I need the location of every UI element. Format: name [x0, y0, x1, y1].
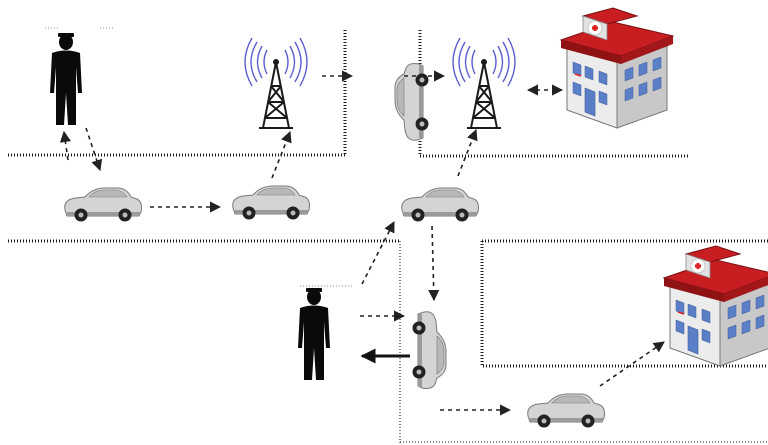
person-icon	[298, 288, 330, 380]
hospital-icon	[662, 244, 768, 368]
person-icon	[50, 33, 82, 125]
hospital-icon	[559, 6, 675, 130]
car-icon	[412, 311, 447, 389]
car-icon	[401, 187, 479, 222]
car-icon	[394, 63, 429, 141]
arrow-car-to-hospital	[599, 341, 665, 387]
cell-tower-icon	[244, 37, 308, 129]
communication-arrows	[59, 70, 665, 416]
cell-tower-icon	[452, 37, 516, 129]
car-icon	[232, 185, 310, 220]
arrow-person-to-car	[85, 127, 103, 172]
car-icon	[64, 187, 142, 222]
arrow-car-down	[428, 225, 440, 302]
arrow-car-to-tower	[271, 130, 292, 179]
road-edge-lower-right	[480, 241, 768, 368]
arrow-car-to-car-center	[361, 221, 395, 285]
car-icon	[527, 393, 605, 428]
arrow-car-to-tower-up	[457, 128, 478, 177]
